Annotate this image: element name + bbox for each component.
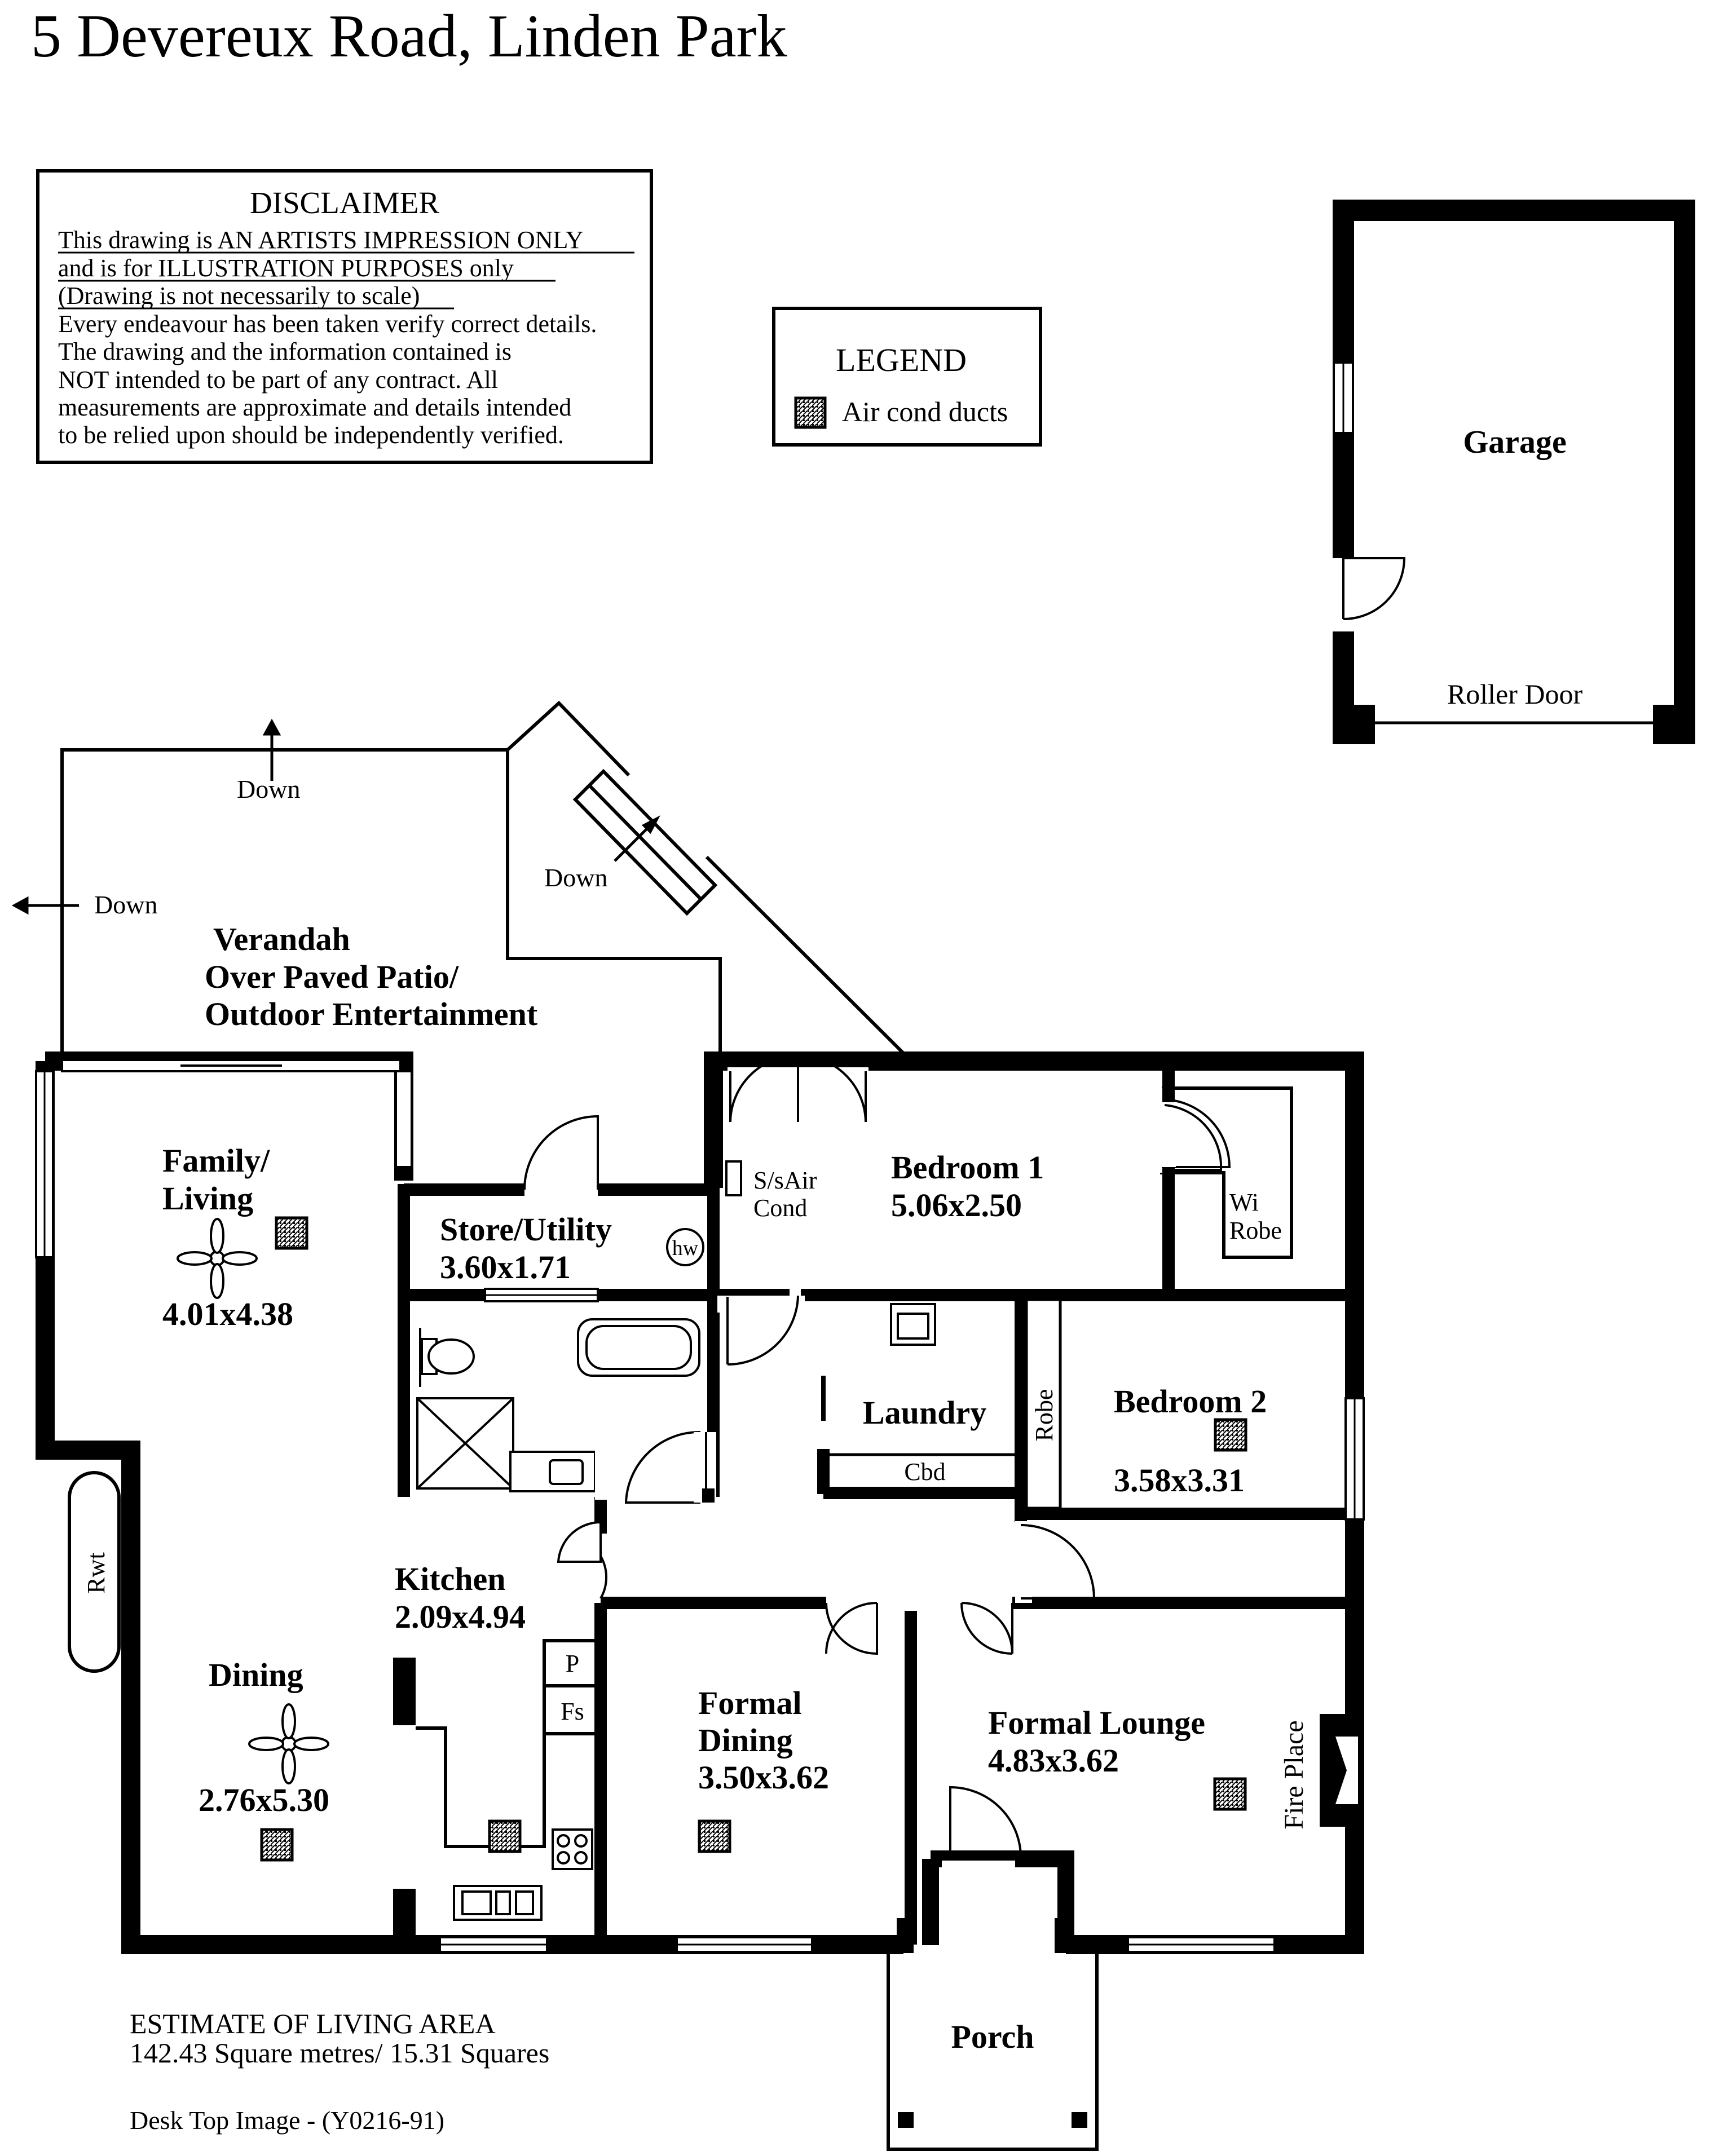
down-label: Down (237, 775, 300, 803)
room-label-laundry: Laundry (863, 1394, 986, 1431)
living-area-heading: ESTIMATE OF LIVING AREA (130, 2008, 496, 2039)
image-reference: Desk Top Image - (Y0216-91) (130, 2106, 444, 2135)
garage: Garage Roller Door (1333, 200, 1695, 744)
ceiling-fan-icon (248, 1703, 329, 1784)
living-area-value: 142.43 Square metres/ 15.31 Squares (130, 2037, 549, 2069)
room-label-bedroom-2: Bedroom 2 (1114, 1383, 1267, 1420)
room-label-verandah: Over Paved Patio/ (205, 958, 459, 995)
disclaimer-line: to be relied upon should be independentl… (58, 421, 564, 449)
wir-label: Wi (1229, 1189, 1259, 1216)
aircon-duct-icon (260, 1216, 1247, 1862)
room-label-bedroom-1: Bedroom 1 (891, 1149, 1044, 1186)
hot-water-icon (666, 1228, 704, 1266)
fireplace-icon (1320, 1714, 1362, 1827)
room-label-family: Living (162, 1180, 253, 1217)
down-label: Down (544, 863, 607, 892)
disclaimer-line: and is for ILLUSTRATION PURPOSES only (58, 254, 514, 282)
ceiling-fan-icon (177, 1218, 258, 1299)
cooktop-icon (552, 1828, 593, 1870)
down-label: Down (94, 890, 157, 919)
disclaimer-text: This drawing is AN ARTISTS IMPRESSION ON… (58, 226, 597, 449)
down-arrow-icon (11, 718, 660, 915)
legend-item: Air cond ducts (842, 396, 1008, 427)
room-label-verandah: Verandah (213, 921, 350, 957)
ss-aircon-label: Cond (753, 1194, 807, 1222)
disclaimer-line: The drawing and the information containe… (58, 338, 512, 365)
disclaimer-line: (Drawing is not necessarily to scale) (58, 282, 420, 310)
disclaimer-line: measurements are approximate and details… (58, 394, 571, 421)
verandah (60, 700, 913, 1063)
room-dims-kitchen: 2.09x4.94 (395, 1598, 526, 1635)
room-label-kitchen: Kitchen (395, 1561, 506, 1597)
legend-heading: LEGEND (836, 342, 967, 378)
room-dims-dining: 2.76x5.30 (199, 1782, 329, 1818)
room-dims-store: 3.60x1.71 (440, 1249, 571, 1285)
room-label-family: Family/ (162, 1142, 270, 1179)
room-label-porch: Porch (951, 2018, 1034, 2055)
disclaimer-line: Every endeavour has been taken verify co… (58, 310, 597, 338)
robe-label: Robe (1030, 1389, 1058, 1442)
room-label-garage: Garage (1463, 423, 1567, 460)
room-dims-bedroom-2: 3.58x3.31 (1114, 1462, 1245, 1499)
room-dims-bedroom-1: 5.06x2.50 (891, 1187, 1022, 1223)
rwt-label: Rwt (82, 1552, 110, 1593)
room-label-store: Store/Utility (440, 1211, 612, 1248)
room-label-formal-lounge: Formal Lounge (988, 1704, 1205, 1741)
disclaimer-box: DISCLAIMER This drawing is AN ARTISTS IM… (36, 169, 653, 464)
ss-aircon-label: S/sAir (753, 1167, 817, 1194)
pantry-label: P (566, 1650, 579, 1677)
porch: Porch (887, 1786, 1099, 2151)
disclaimer-line: This drawing is AN ARTISTS IMPRESSION ON… (58, 226, 584, 254)
wir-label: Robe (1229, 1217, 1282, 1244)
room-dims-family: 4.01x4.38 (162, 1296, 293, 1332)
room-label-dining: Dining (209, 1656, 303, 1693)
fireplace-label: Fire Place (1279, 1720, 1309, 1829)
aircon-duct-icon (794, 396, 827, 429)
room-dims-formal-dining: 3.50x3.62 (698, 1759, 829, 1796)
sink-icon (453, 1885, 543, 1921)
fridge-space-label: Fs (561, 1698, 584, 1725)
cupboard-label: Cbd (904, 1458, 945, 1486)
page-title: 5 Devereux Road, Linden Park (31, 3, 787, 70)
bathroom-fixtures (416, 1318, 700, 1492)
hw-label: hw (672, 1236, 699, 1260)
room-label-formal-dining: Dining (698, 1722, 793, 1759)
roller-door-label: Roller Door (1447, 678, 1583, 710)
room-dims-formal-lounge: 4.83x3.62 (988, 1742, 1119, 1779)
disclaimer-line: NOT intended to be part of any contract.… (58, 366, 498, 394)
room-label-verandah: Outdoor Entertainment (205, 996, 538, 1032)
rainwater-tank (68, 1471, 121, 1673)
interior-walls (398, 1061, 1355, 1945)
legend-box: LEGEND Air cond ducts (772, 307, 1042, 447)
disclaimer-heading: DISCLAIMER (250, 185, 439, 220)
room-label-formal-dining: Formal (698, 1685, 802, 1721)
